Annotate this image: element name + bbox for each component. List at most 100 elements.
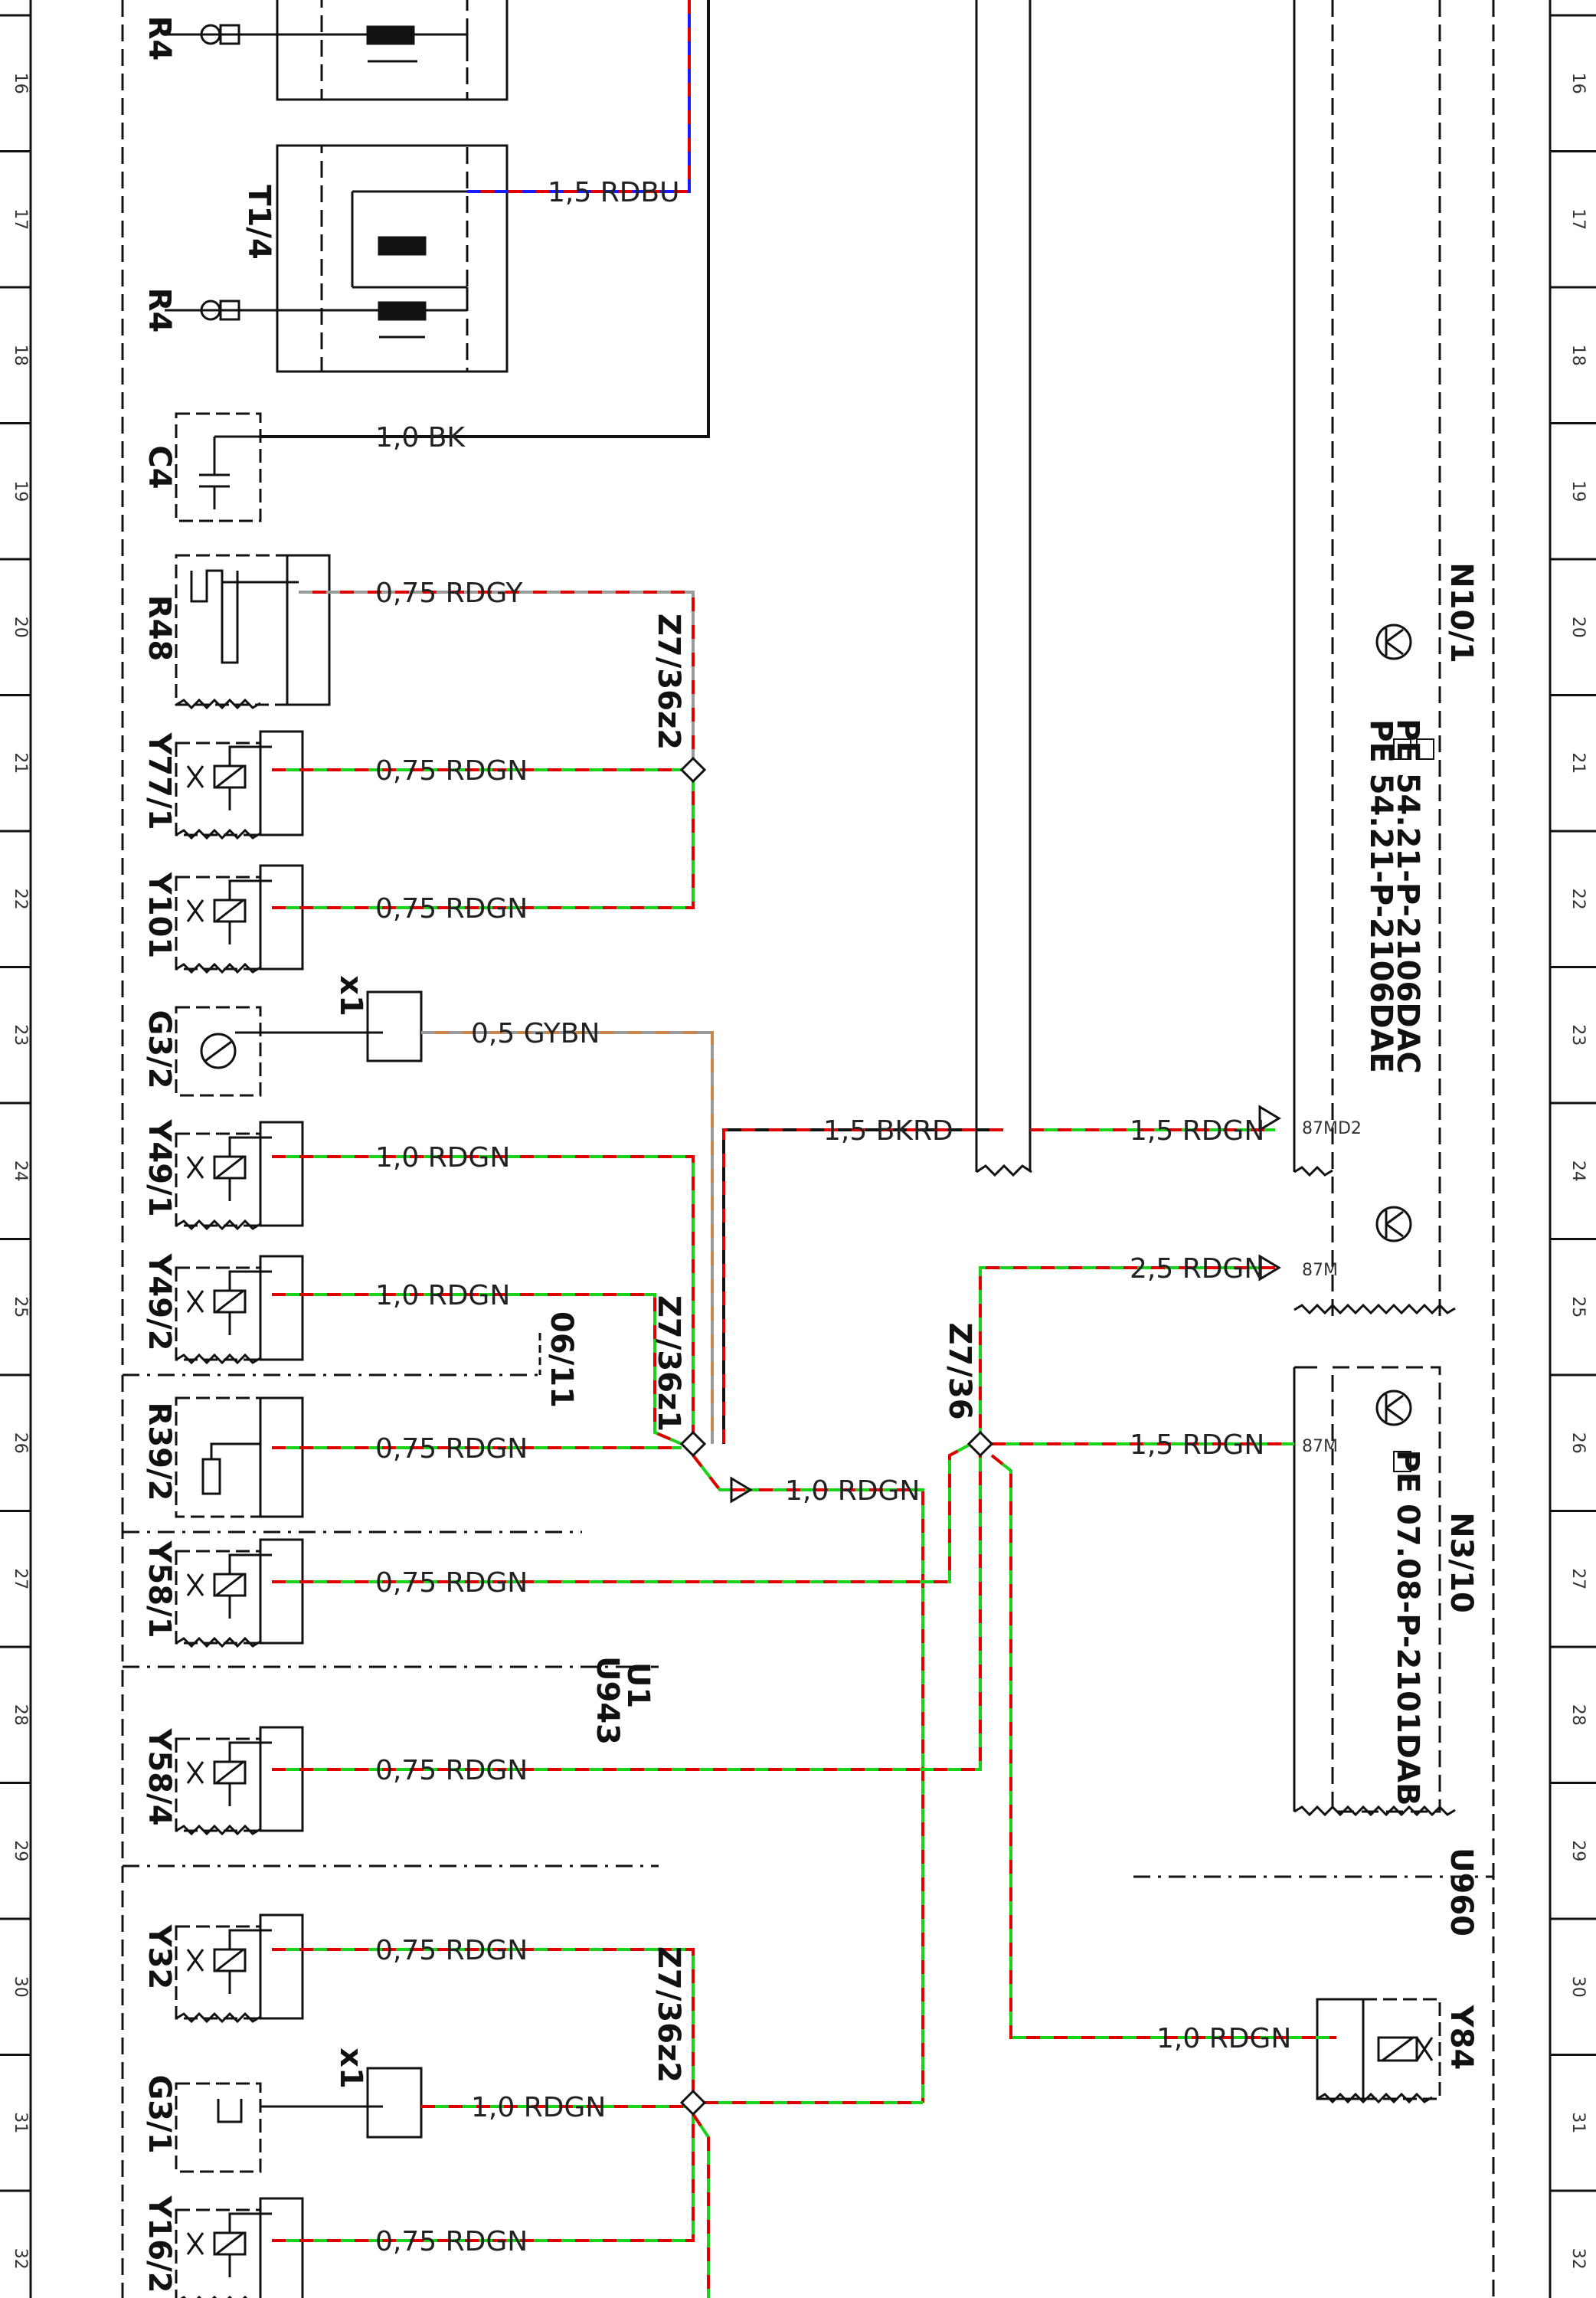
rdgy-wire (299, 591, 695, 770)
row-number: 32 (1568, 2248, 1588, 2270)
bkrd-wire (722, 1128, 1003, 1444)
transistor-icon (1375, 624, 1412, 660)
solenoid-valve-icon (175, 1913, 304, 2024)
solenoid-valve-icon (175, 864, 304, 974)
component-label: R4 (142, 16, 177, 61)
pin-label: 87M (1302, 1261, 1338, 1280)
wire-label: 1,5 BKRD (823, 1115, 953, 1147)
wire-label: 2,5 RDGN (1130, 1253, 1264, 1285)
reference-label: PE 07.08-P-2101DAB (1390, 1450, 1425, 1806)
wire-label: 0,75 RDGN (375, 2226, 528, 2257)
r4-plug-top (165, 24, 257, 45)
connector-arrows (730, 1105, 1281, 1504)
row-number: 28 (1568, 1704, 1588, 1726)
component-label: Y58/4 (142, 1727, 177, 1825)
rdgn-wire (272, 1948, 695, 2103)
row-number: 31 (1568, 2112, 1588, 2133)
row-number: 22 (11, 889, 30, 910)
component-label: Y77/1 (142, 732, 177, 830)
row-number: 28 (11, 1704, 30, 1726)
row-number: 19 (11, 480, 30, 502)
wire-label: 0,75 RDGN (375, 1755, 528, 1786)
harness-tube (975, 0, 1032, 1177)
row-number: 21 (1568, 752, 1588, 774)
component-label: U1 (620, 1662, 656, 1708)
reference-label: 06/11 (544, 1311, 579, 1408)
heater-resistor-icon (175, 554, 331, 710)
row-number: 25 (11, 1296, 30, 1318)
rdgn-wire (272, 1442, 972, 1583)
row-number: 30 (11, 1976, 30, 1998)
row-number: 21 (11, 752, 30, 774)
wire-label: 0,75 RDGN (375, 1567, 528, 1599)
splice-label: Z7/36z2 (651, 1946, 686, 2083)
wire-label: 1,0 RDGN (785, 1475, 920, 1507)
rdbu-wire (467, 0, 691, 193)
wire-label: 1,0 RDGN (471, 2092, 606, 2123)
t1-4-housing (257, 144, 509, 373)
solenoid-valve-icon (175, 2197, 304, 2298)
row-number: 26 (1568, 1432, 1588, 1454)
component-label: U960 (1444, 1848, 1479, 1936)
component-label: C4 (142, 445, 177, 489)
rdgn-wire (990, 1454, 1336, 2039)
t1-upper-housing (257, 0, 509, 101)
wire-label: 0,75 RDGN (375, 1935, 528, 1966)
hand-pointer-icon (1393, 738, 1434, 1472)
row-number: 32 (11, 2248, 30, 2270)
component-label: Y16/2 (142, 2195, 177, 2293)
component-label: Y49/2 (142, 1252, 177, 1350)
rdgn-wire (990, 1454, 1336, 2039)
wire-label: 1,0 RDGN (375, 1280, 510, 1311)
row-number: 26 (11, 1432, 30, 1454)
rdbu-wire (467, 0, 691, 193)
component-label: N10/1 (1444, 562, 1479, 663)
row-number: 23 (1568, 1024, 1588, 1046)
rdgn-wire (272, 770, 695, 909)
c4-housing (175, 412, 262, 522)
row-number: 24 (1568, 1160, 1588, 1182)
rdgn-wire (272, 770, 695, 909)
rdgn-wire (272, 2114, 695, 2242)
wire-label: 0,5 GYBN (471, 1018, 600, 1049)
wire-label: 0,75 RDGN (375, 755, 528, 787)
rdgn-wire (272, 1442, 972, 1583)
component-label: R4 (142, 288, 177, 333)
wire-label: 0,75 RDGN (375, 893, 528, 925)
solenoid-valve-icon (175, 1538, 304, 1648)
row-number: 25 (1568, 1296, 1588, 1318)
splice-symbols (679, 756, 994, 2116)
wire-label: 0,75 RDGN (375, 1433, 528, 1465)
row-number: 22 (1568, 889, 1588, 910)
wire-label: 1,5 RDGN (1130, 1429, 1264, 1461)
splice-label: Z7/36 (942, 1322, 977, 1419)
component-label: Y84 (1444, 2005, 1479, 2070)
row-number: 20 (11, 617, 30, 638)
row-number: 17 (11, 208, 30, 230)
row-number: 31 (11, 2112, 30, 2133)
wire-label: 1,0 BK (375, 422, 466, 453)
row-number: 23 (11, 1024, 30, 1046)
r4-plug (165, 300, 257, 321)
wire-label: 1,0 RDGN (1156, 2023, 1291, 2054)
pin-label: 87M (1302, 1437, 1338, 1456)
rdgn-wire (692, 1454, 924, 2103)
component-label: G3/2 (142, 1010, 177, 1088)
rdgn-wire (692, 1454, 924, 2103)
row-number: 18 (11, 345, 30, 366)
row-number: 16 (11, 73, 30, 94)
row-number: 29 (11, 1840, 30, 1861)
solenoid-valve-icon (175, 1726, 304, 1836)
solenoid-valve-icon (175, 730, 304, 840)
component-label: N3/10 (1444, 1512, 1479, 1613)
rdgn-wire (272, 2114, 695, 2242)
wires (260, 0, 1336, 2298)
g3-2-housing (175, 990, 423, 1097)
row-number: 20 (1568, 617, 1588, 638)
wire-label: 1,5 RDGN (1130, 1115, 1264, 1147)
component-label: Y58/1 (142, 1540, 177, 1638)
rdgn-wire (272, 1293, 682, 1445)
resistor-icon (175, 1396, 304, 1518)
row-number: 30 (1568, 1976, 1588, 1998)
